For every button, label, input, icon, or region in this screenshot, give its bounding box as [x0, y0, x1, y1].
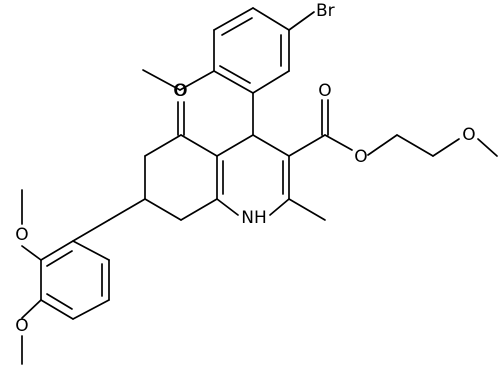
- bromine-label: Br: [316, 1, 335, 21]
- oxygen-label: O: [15, 316, 28, 336]
- bond: [219, 65, 251, 84]
- bond: [40, 240, 74, 261]
- bond: [46, 250, 73, 267]
- bond: [324, 134, 353, 151]
- bond: [21, 299, 42, 319]
- atom-labels: Br O O O O O NH H O O: [15, 1, 475, 336]
- bond: [252, 70, 290, 94]
- bond: [21, 245, 42, 261]
- bond: [72, 299, 110, 320]
- oxygen-label: O: [354, 147, 367, 167]
- oxygen-label: O: [462, 125, 475, 145]
- oxygen-label: O: [173, 81, 186, 101]
- oxygen-label: O: [174, 81, 187, 101]
- bond: [72, 240, 110, 261]
- bond: [179, 70, 215, 91]
- bond: [144, 198, 182, 221]
- bond: [72, 219, 110, 242]
- bond: [288, 198, 326, 221]
- nh-label: NH: [241, 208, 267, 228]
- bond: [216, 198, 239, 216]
- bond: [477, 138, 498, 157]
- bond: [144, 134, 182, 157]
- bond: [180, 134, 218, 157]
- bond: [252, 7, 290, 31]
- bond: [396, 134, 434, 157]
- bond: [432, 138, 460, 157]
- bond: [216, 134, 254, 157]
- bond: [108, 198, 146, 221]
- bond: [367, 134, 398, 156]
- bond: [180, 198, 218, 221]
- bond: [269, 198, 290, 216]
- bonds: [21, 7, 498, 365]
- bond: [252, 134, 290, 157]
- bond: [40, 299, 74, 320]
- bond: [213, 70, 254, 94]
- bond: [142, 69, 181, 91]
- oxygen-label: O: [15, 225, 28, 245]
- bond: [288, 134, 326, 157]
- bond: [213, 7, 254, 31]
- bond: [288, 11, 315, 31]
- oxygen-label: O: [318, 81, 331, 101]
- bond: [46, 293, 73, 310]
- bond: [221, 17, 253, 36]
